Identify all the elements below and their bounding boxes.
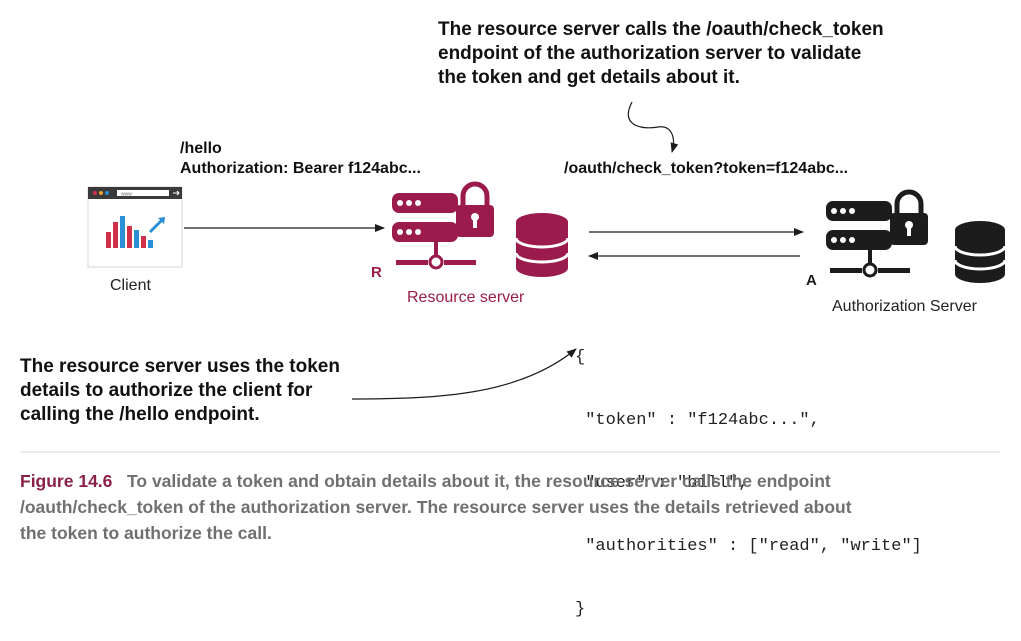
check-token-request-label: /oauth/check_token?token=f124abc... [564, 160, 849, 177]
authorization-server-label: Authorization Server [832, 298, 977, 315]
resource-database-icon [514, 213, 570, 277]
callout-top: The resource server calls the /oauth/che… [438, 18, 884, 90]
request-auth-header: Authorization: Bearer f124abc... [180, 160, 421, 177]
hello-request-label: /hello Authorization: Bearer f124abc... [180, 139, 421, 179]
caption-line-1: Figure 14.6 To validate a token and obta… [20, 468, 1010, 494]
browser-url: www [121, 192, 132, 198]
caption-line-2: /oauth/check_token of the authorization … [20, 497, 852, 517]
request-path: /hello [180, 140, 222, 157]
client-label: Client [110, 277, 151, 294]
resource-server-letter: R [371, 264, 382, 281]
callout-top-line-3: the token and get details about it. [438, 67, 740, 88]
bottom-callout-connector [351, 348, 577, 400]
callout-bottom-line-3: calling the /hello endpoint. [20, 404, 260, 425]
client-browser-icon: www [87, 186, 183, 268]
json-close-brace: } [575, 600, 586, 619]
callout-bottom-line-1: The resource server uses the token [20, 356, 340, 377]
resource-lock-icon [456, 181, 494, 237]
json-open-brace: { [575, 348, 586, 367]
top-callout-connector [627, 101, 679, 153]
json-token-line: "token" : "f124abc...", [575, 411, 820, 430]
authorization-server-letter: A [806, 272, 817, 289]
resource-server-icon [392, 193, 476, 270]
resource-server-label: Resource server [407, 289, 525, 306]
caption-line-3: the token to authorize the call. [20, 523, 272, 543]
callout-bottom-line-2: details to authorize the client for [20, 380, 313, 401]
callout-top-line-2: endpoint of the authorization server to … [438, 43, 862, 64]
token-details-json: { "token" : "f124abc...", "user" : "bill… [575, 305, 922, 641]
caption-text-1: To validate a token and obtain details a… [127, 471, 831, 491]
cursor-arrow-icon [148, 216, 166, 234]
callout-bottom: The resource server uses the token detai… [20, 355, 340, 427]
authorization-database-icon [953, 221, 1007, 283]
authorization-server-icon [826, 201, 910, 278]
authorization-lock-icon [890, 189, 928, 245]
figure-caption: Figure 14.6 To validate a token and obta… [20, 468, 1010, 546]
json-authorities-line: "authorities" : ["read", "write"] [575, 537, 922, 556]
caption-figure-number: Figure 14.6 [20, 471, 113, 491]
diagram-graphics: www [20, 101, 1007, 453]
callout-top-line-1: The resource server calls the /oauth/che… [438, 19, 884, 40]
client-chart-icon [106, 216, 153, 248]
json-user-line: "user" : "bill", [575, 474, 749, 493]
